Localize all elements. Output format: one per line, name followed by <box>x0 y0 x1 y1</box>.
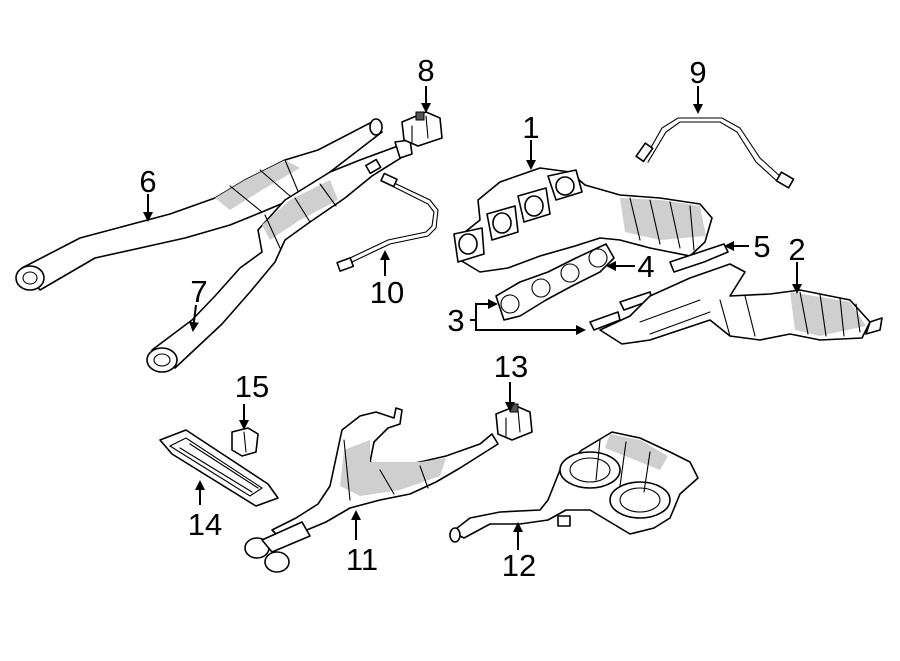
callout-2: 2 <box>788 232 805 267</box>
clamp-part-8 <box>401 111 443 147</box>
center-muffler-y-pipe-part-11 <box>244 407 499 573</box>
callout-7: 7 <box>190 274 207 309</box>
callout-4: 4 <box>637 249 654 284</box>
callout-3: 3 <box>447 303 464 338</box>
callout-8: 8 <box>417 53 434 88</box>
callout-9: 9 <box>689 55 706 90</box>
leader-lines <box>143 86 802 550</box>
callout-6: 6 <box>139 164 156 199</box>
oxygen-sensor-part-9 <box>635 117 795 189</box>
clamp-part-13 <box>495 403 533 441</box>
gasket-part-5 <box>589 243 729 331</box>
leader-7 <box>188 304 199 332</box>
hanger-part-15 <box>231 427 259 457</box>
front-pipe-assembly-part-6 <box>15 118 383 291</box>
callout-10: 10 <box>370 275 404 310</box>
callout-15: 15 <box>235 369 269 404</box>
heat-shield-part-14 <box>159 429 279 507</box>
rear-muffler-part-12 <box>449 431 699 543</box>
callout-labels: 1 2 3 4 5 6 7 8 9 10 11 12 13 14 15 <box>139 53 805 583</box>
callout-11: 11 <box>346 542 378 577</box>
front-pipe-assembly-part-7 <box>146 139 413 373</box>
exhaust-manifold-part-1 <box>453 167 713 273</box>
callout-14: 14 <box>188 507 222 542</box>
callout-12: 12 <box>502 548 536 583</box>
callout-5: 5 <box>753 229 770 264</box>
callout-1: 1 <box>522 110 539 145</box>
callout-13: 13 <box>494 349 528 384</box>
leader-3b <box>475 320 586 335</box>
oxygen-sensor-part-10 <box>336 172 439 272</box>
exhaust-manifold-part-2 <box>599 263 883 345</box>
leader-3a <box>470 299 498 321</box>
